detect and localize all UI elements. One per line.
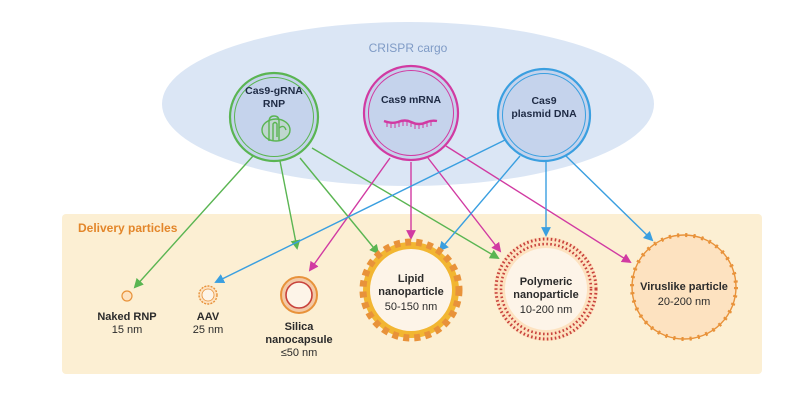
arrow-plasmid-to-lipid bbox=[438, 155, 521, 252]
aav-size: 25 nm bbox=[193, 324, 224, 336]
silica-size: ≤50 nm bbox=[281, 347, 318, 359]
aav-name: AAV bbox=[197, 311, 220, 323]
arrow-mrna-to-polymeric bbox=[427, 157, 502, 253]
naked-rnp-name: Naked RNP bbox=[97, 311, 156, 323]
arrows-mrna bbox=[308, 145, 632, 272]
lipid-name-line2: nanoparticle bbox=[378, 286, 443, 298]
arrow-plasmid-to-aav bbox=[214, 139, 506, 283]
cargo-plasmid: Cas9 plasmid DNA bbox=[496, 67, 592, 163]
viruslike-size: 20-200 nm bbox=[658, 296, 711, 308]
particle-viruslike: Viruslike particle 20-200 nm bbox=[630, 233, 738, 341]
cargo-plasmid-line1: Cas9 bbox=[531, 95, 556, 107]
cargo-title: CRISPR cargo bbox=[369, 41, 448, 55]
naked-rnp-size: 15 nm bbox=[112, 324, 143, 336]
mrna-icon bbox=[383, 119, 438, 129]
delivery-title: Delivery particles bbox=[78, 221, 178, 235]
particle-aav: AAV 25 nm bbox=[193, 285, 224, 336]
polymeric-size: 10-200 nm bbox=[520, 304, 573, 316]
arrow-rnp-to-lipid bbox=[299, 157, 380, 255]
arrow-plasmid-to-viruslike bbox=[565, 155, 654, 242]
arrow-mrna-to-viruslike bbox=[445, 145, 632, 264]
particle-naked-rnp: Naked RNP 15 nm bbox=[97, 290, 157, 336]
cargo-rnp-line1: Cas9-gRNA bbox=[245, 85, 303, 97]
cargo-rnp: Cas9-gRNA RNP bbox=[228, 71, 320, 163]
polymeric-name-line1: Polymeric bbox=[520, 276, 573, 288]
viruslike-name: Viruslike particle bbox=[640, 281, 728, 293]
cargo-rnp-line2: RNP bbox=[263, 98, 285, 110]
lipid-name-line1: Lipid bbox=[398, 273, 424, 285]
particle-silica: Silica nanocapsule ≤50 nm bbox=[265, 276, 333, 359]
arrows-plasmid bbox=[214, 139, 654, 283]
silica-name-line1: Silica bbox=[285, 321, 315, 333]
cargo-mrna-line1: Cas9 mRNA bbox=[381, 94, 442, 106]
particle-polymeric: Polymeric nanoparticle 10-200 nm bbox=[494, 237, 598, 341]
rnp-icon bbox=[261, 115, 291, 142]
silica-name-line2: nanocapsule bbox=[265, 334, 332, 346]
lipid-size: 50-150 nm bbox=[385, 301, 438, 313]
arrows-rnp bbox=[133, 147, 500, 289]
arrow-rnp-to-polymeric bbox=[311, 147, 500, 259]
particle-lipid: Lipid nanoparticle 50-150 nm bbox=[359, 238, 463, 342]
polymeric-name-line2: nanoparticle bbox=[513, 289, 578, 301]
arrow-rnp-to-silica bbox=[279, 160, 301, 250]
cargo-mrna: Cas9 mRNA bbox=[362, 64, 460, 162]
cargo-plasmid-line2: plasmid DNA bbox=[511, 108, 577, 120]
arrow-rnp-to-naked bbox=[133, 155, 254, 289]
arrow-mrna-to-silica bbox=[308, 157, 391, 272]
